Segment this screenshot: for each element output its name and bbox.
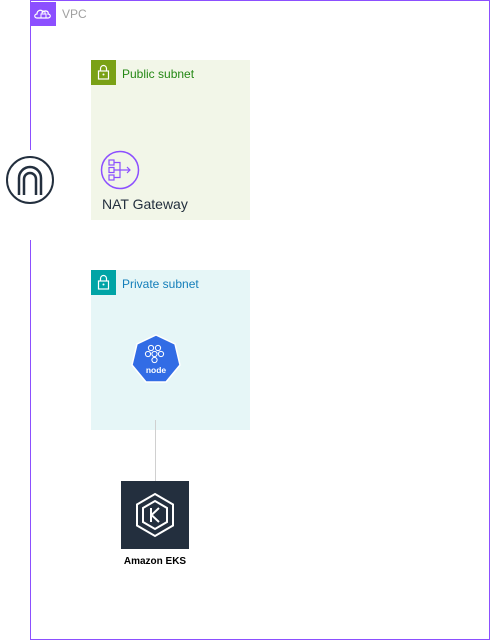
private-subnet: Private subnet <box>91 270 250 430</box>
public-subnet-label: Public subnet <box>122 67 195 81</box>
lock-icon <box>91 60 116 85</box>
vpc-label: VPC <box>62 7 87 21</box>
amazon-eks-label: Amazon EKS <box>123 556 187 567</box>
amazon-eks-icon <box>121 481 189 549</box>
public-subnet: Public subnet <box>91 60 250 220</box>
private-subnet-label: Private subnet <box>122 277 199 291</box>
lock-icon <box>91 270 116 295</box>
kubernetes-node-icon: node <box>131 334 181 384</box>
node-label: node <box>146 365 167 375</box>
nat-gateway-icon <box>100 150 140 190</box>
connector-line <box>155 420 156 481</box>
nat-gateway-label: NAT Gateway <box>102 196 188 212</box>
vpc-cloud-icon <box>30 2 56 26</box>
internet-gateway-icon <box>5 155 55 205</box>
vpc-group <box>30 0 490 640</box>
